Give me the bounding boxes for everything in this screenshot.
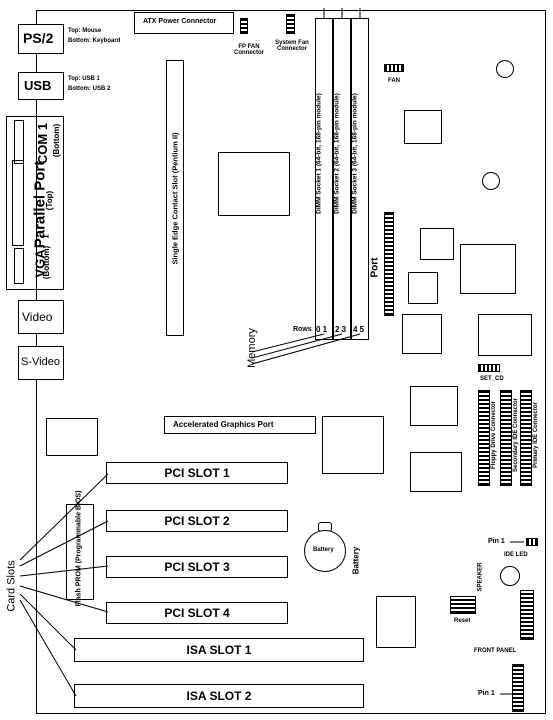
chip-right-1 <box>404 110 442 144</box>
reset-label: Reset <box>454 618 471 624</box>
dimm-socket-3 <box>351 18 369 340</box>
usb-top-note: Top: USB 1 <box>68 76 100 82</box>
mount-hole-2 <box>482 172 500 190</box>
northbridge-chip <box>218 152 290 216</box>
chip-right-6 <box>478 314 532 356</box>
parallel-connector <box>12 160 24 246</box>
primary-ide-connector <box>520 390 532 486</box>
rows-23: 2 3 <box>335 325 347 334</box>
bottom-right-header <box>512 664 524 712</box>
system-fan-pins <box>286 14 295 34</box>
mount-hole-1 <box>496 60 514 78</box>
isa-slot-1: ISA SLOT 1 <box>74 638 364 662</box>
chip-right-2 <box>420 228 454 260</box>
fp-fan-pins <box>240 18 248 34</box>
dimm-socket-1 <box>315 18 333 340</box>
video-connector: Video <box>18 300 64 334</box>
front-panel-label: FRONT PANEL <box>474 648 517 654</box>
ps2-top-note: Top: Mouse <box>68 28 102 34</box>
pci-slot-1-label: PCI SLOT 1 <box>164 466 230 480</box>
rows-label: Rows <box>293 326 312 333</box>
atx-power-label: ATX Power Connector <box>143 18 217 25</box>
battery <box>304 530 346 572</box>
agp-chip <box>322 416 384 474</box>
pci-slot-2-label: PCI SLOT 2 <box>164 514 230 528</box>
svideo-connector: S-Video <box>18 346 64 380</box>
floppy-connector <box>478 390 490 486</box>
usb-bottom-note: Bottom: USB 2 <box>68 86 111 92</box>
ir-port-header <box>384 212 394 316</box>
fan-label: FAN <box>388 78 400 84</box>
chip-right-4 <box>408 272 438 304</box>
video-chip <box>46 418 98 456</box>
chip-right-3 <box>460 244 516 294</box>
cpu-slot <box>166 60 184 336</box>
chip-right-5 <box>402 314 442 354</box>
rows-45: 4 5 <box>353 325 365 334</box>
ps2-connector: PS/2 <box>18 24 64 54</box>
chip-right-7 <box>410 386 458 426</box>
pin1-bottom-label: Pin 1 <box>478 690 495 697</box>
io-block-frame <box>6 116 64 290</box>
set-cd-pins <box>478 364 500 372</box>
usb-label: USB <box>24 78 52 93</box>
ide-led-label: IDE LED <box>504 552 528 558</box>
pin1-top-label: Pin 1 <box>488 538 505 545</box>
agp-slot: Accelerated Graphics Port <box>164 416 316 434</box>
svideo-label: S-Video <box>21 356 60 368</box>
speaker <box>500 566 520 586</box>
system-fan-label: System Fan Connector <box>275 40 309 52</box>
pci-slot-3: PCI SLOT 3 <box>106 556 288 578</box>
jumper-block <box>450 596 476 614</box>
front-panel-header <box>520 590 534 640</box>
pci-slot-1: PCI SLOT 1 <box>106 462 288 484</box>
chip-right-8 <box>410 452 462 492</box>
rows-01: 0 1 <box>316 325 328 334</box>
secondary-ide-connector <box>500 390 512 486</box>
battery-chip-label: Battery <box>313 547 334 553</box>
pci-slot-4: PCI SLOT 4 <box>106 602 288 624</box>
isa-slot-2: ISA SLOT 2 <box>74 684 364 708</box>
fan-pins <box>384 64 404 72</box>
ide-led-pins <box>526 538 538 546</box>
agp-label: Accelerated Graphics Port <box>173 420 274 429</box>
ps2-bottom-note: Bottom: Keyboard <box>68 38 121 44</box>
com1-connector <box>14 120 24 164</box>
video-label: Video <box>22 310 53 324</box>
vga-connector <box>14 248 24 284</box>
pci-slot-4-label: PCI SLOT 4 <box>164 606 230 620</box>
atx-power-connector: ATX Power Connector <box>134 12 234 34</box>
isa-slot-2-label: ISA SLOT 2 <box>186 689 252 703</box>
flash-prom <box>66 504 94 600</box>
usb-connector: USB <box>18 72 64 100</box>
pci-slot-3-label: PCI SLOT 3 <box>164 560 230 574</box>
pci-slot-2: PCI SLOT 2 <box>106 510 288 532</box>
isa-slot-1-label: ISA SLOT 1 <box>186 643 252 657</box>
chip-right-9 <box>376 596 416 648</box>
ps2-label: PS/2 <box>23 30 54 46</box>
fp-fan-label: FP FAN Connector <box>234 44 264 56</box>
set-cd-label: SET_CD <box>480 376 504 382</box>
